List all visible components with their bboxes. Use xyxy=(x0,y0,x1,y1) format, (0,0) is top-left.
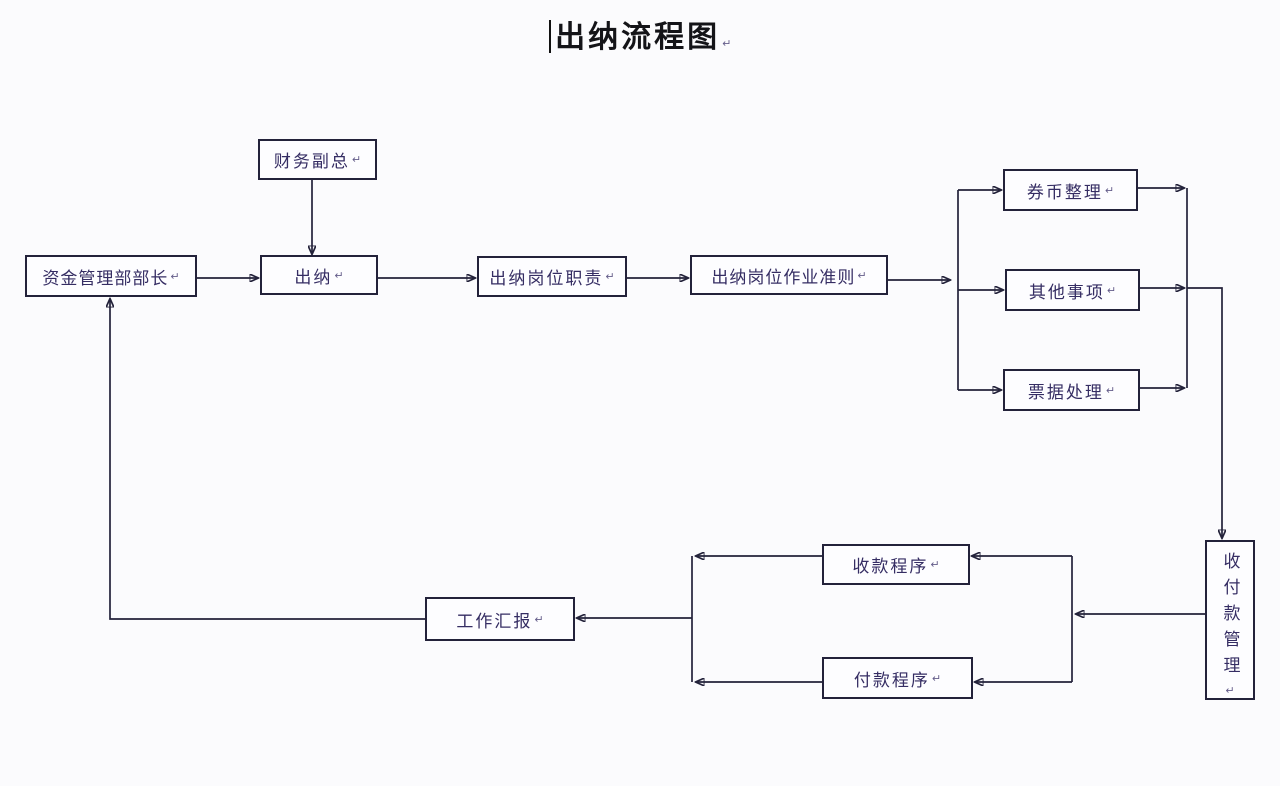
paragraph-mark-icon: ↵ xyxy=(1223,683,1236,697)
node-receipt-procedure: 收款程序↵ xyxy=(822,544,970,585)
paragraph-mark-icon: ↵ xyxy=(351,154,362,166)
node-work-report: 工作汇报↵ xyxy=(425,597,575,641)
paragraph-mark-icon: ↵ xyxy=(1106,284,1117,297)
paragraph-mark-icon: ↵ xyxy=(931,672,942,685)
node-cashier-duties: 出纳岗位职责↵ xyxy=(477,256,627,297)
paragraph-mark-icon: ↵ xyxy=(1105,384,1116,397)
node-finance-vp: 财务副总↵ xyxy=(258,139,377,180)
paragraph-mark-icon: ↵ xyxy=(857,269,867,282)
node-cashier-work-rules: 出纳岗位作业准则↵ xyxy=(690,255,888,295)
node-currency-sorting: 券币整理↵ xyxy=(1003,169,1138,211)
paragraph-mark-icon: ↵ xyxy=(722,38,732,50)
paragraph-mark-icon: ↵ xyxy=(534,613,544,626)
node-receipt-payment-mgmt: 收付款管理↵ xyxy=(1205,540,1255,700)
paragraph-mark-icon: ↵ xyxy=(1104,184,1115,197)
paragraph-mark-icon: ↵ xyxy=(605,271,615,283)
text-cursor-icon xyxy=(548,20,552,53)
node-other-matters: 其他事项↵ xyxy=(1005,269,1140,311)
edge-work-report-fund-head xyxy=(110,299,425,620)
node-payment-procedure: 付款程序↵ xyxy=(822,657,973,699)
page-title-text: 出纳流程图 xyxy=(555,21,721,54)
edge-merge-payment-mgmt xyxy=(1187,287,1222,538)
node-fund-dept-head: 资金管理部部长↵ xyxy=(25,255,197,297)
node-cashier: 出纳↵ xyxy=(260,255,378,295)
paragraph-mark-icon: ↵ xyxy=(334,269,344,282)
node-bill-processing: 票据处理↵ xyxy=(1003,369,1140,411)
paragraph-mark-icon: ↵ xyxy=(930,559,940,571)
page-title: 出纳流程图↵ xyxy=(0,12,1280,56)
paragraph-mark-icon: ↵ xyxy=(170,270,180,283)
